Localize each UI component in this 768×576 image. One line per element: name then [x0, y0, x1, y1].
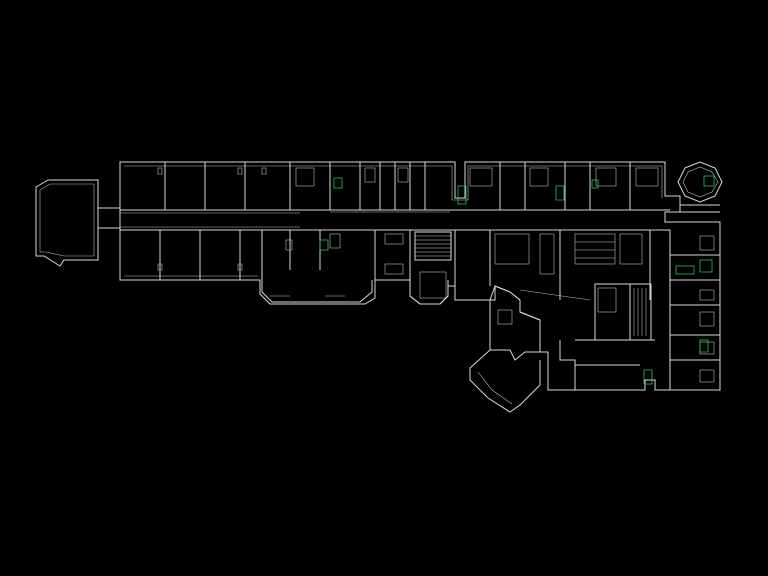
west-annex — [35, 179, 120, 267]
rotunda — [677, 161, 723, 213]
north-rooms — [157, 162, 659, 210]
stairwell — [414, 231, 452, 261]
south-lounge — [261, 233, 373, 303]
service-core — [559, 283, 655, 390]
open-office — [494, 230, 651, 301]
plumbing-fixtures — [319, 175, 715, 385]
south-rooms — [157, 230, 491, 286]
central-corridor — [120, 209, 670, 231]
meeting-bay — [384, 233, 449, 305]
east-wing — [669, 230, 720, 390]
southwest-wing — [469, 285, 541, 413]
